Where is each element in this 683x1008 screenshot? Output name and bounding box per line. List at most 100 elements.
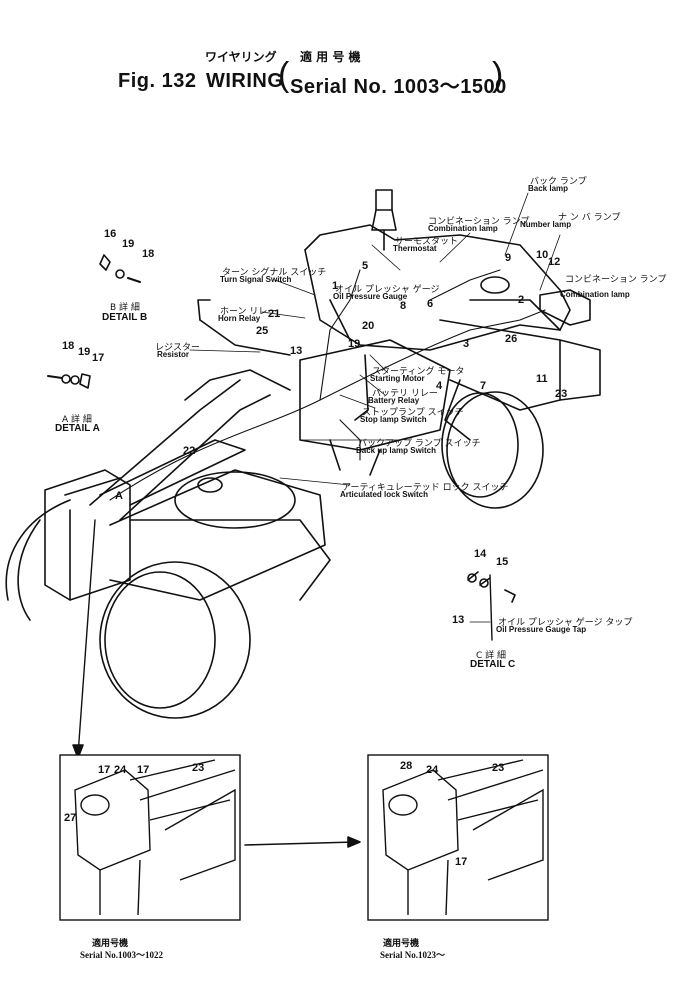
callout-starting-motor: Starting Motor: [370, 374, 425, 383]
part-number-22: 21: [268, 308, 281, 320]
callout-turn-signal-jp: ターン シグナル スイッチ: [222, 268, 327, 278]
figure-number: Fig. 132: [118, 70, 197, 92]
inset-1-jp: 適用号機: [92, 939, 129, 949]
arrow-between-insets: [244, 841, 356, 846]
part-number-21: 20: [362, 320, 375, 332]
detail-a-part-19: 19: [78, 346, 91, 358]
part-number-9: 9: [505, 252, 512, 264]
inset-1-part-24: 24: [114, 764, 127, 776]
detail-c-part-14: 14: [474, 548, 487, 560]
callout-resistor-jp: レジスター: [155, 343, 201, 353]
inset-1-part-17a: 17: [98, 764, 111, 776]
part-number-25: 23: [555, 388, 568, 400]
callout-articulated-lock-switch: Articulated lock Switch: [340, 490, 429, 499]
callout-battery-relay: Battery Relay: [368, 396, 420, 405]
part-number-4: 4: [436, 380, 443, 392]
inset-2-jp: 適用号機: [383, 939, 420, 949]
inset-2-part-17: 17: [455, 856, 468, 868]
paren-close: ): [492, 56, 504, 94]
part-number-6: 6: [427, 298, 434, 310]
detail-b-part-16: 16: [104, 228, 117, 240]
part-number-3: 3: [463, 338, 470, 350]
part-number-10: 10: [536, 249, 549, 261]
part-number-13: 13: [290, 345, 303, 357]
figure-serial: Serial No. 1003～1500: [290, 76, 507, 98]
beacon-lamp: [375, 189, 393, 211]
inset-1-part-23: 23: [192, 762, 205, 774]
inset-2-drawing: [367, 754, 549, 921]
callout-number-lamp: Number lamp: [520, 220, 572, 229]
inset-1-drawing: [59, 754, 241, 921]
resistor-pipe: [199, 319, 291, 356]
callout-starting-motor-jp: スターティング モータ: [372, 367, 465, 377]
callout-oil-pressure-tap: Oil Pressure Gauge Tap: [496, 625, 587, 634]
callout-back-lamp: Back lamp: [528, 184, 569, 193]
callout-number-lamp-jp: ナ ン バ ランプ: [558, 213, 621, 223]
callout-thermostat: Thermostat: [393, 244, 437, 253]
marker-a: A: [115, 490, 123, 502]
part-number-26: 25: [256, 325, 269, 337]
callout-thermostat-jp: サーモスタット: [395, 237, 459, 247]
callout-back-lamp-jp: バック ランプ: [530, 177, 587, 187]
callout-stop-lamp-switch-jp: ストップランプ スイッチ: [362, 408, 464, 418]
blade-support: [109, 469, 326, 601]
detail-b-label: DETAIL B: [102, 312, 148, 323]
part-number-23: 22: [183, 445, 196, 457]
inset-2-part-23: 23: [492, 762, 505, 774]
callout-oil-pressure-gauge: Oil Pressure Gauge: [333, 292, 408, 301]
arrow-to-inset: [77, 519, 96, 756]
detail-c-jp: C 詳 細: [476, 651, 507, 661]
detail-c-label: DETAIL C: [470, 659, 516, 670]
detail-c-tube: [489, 574, 493, 641]
detail-b-part-18: 18: [142, 248, 155, 260]
left-tire-partial: [5, 499, 71, 601]
detail-a-part-17: 17: [92, 352, 105, 364]
detail-b-clip: [99, 254, 111, 271]
callout-articulated-lock-switch-jp: アーティキュレーテッド ロック スイッチ: [342, 483, 509, 493]
callout-stop-lamp-switch: Stop lamp Switch: [360, 415, 427, 424]
part-number-1: 1: [332, 280, 339, 292]
part-number-11: 11: [536, 373, 548, 385]
callout-back-up-lamp-switch-jp: バックアップ ランプ スイッチ: [358, 439, 481, 449]
part-number-5: 5: [362, 260, 369, 272]
cab-outline: [304, 224, 571, 331]
front-left-tire: [99, 561, 251, 719]
inset-2-part-28: 28: [400, 760, 413, 772]
back-lamp-body: [480, 276, 510, 294]
inset-2-part-24: 24: [426, 764, 439, 776]
part-number-8: 8: [400, 300, 407, 312]
callout-horn-relay: Horn Relay: [218, 314, 261, 323]
part-number-29: 26: [505, 333, 518, 345]
detail-c-part-15: 15: [496, 556, 509, 568]
circle-ring: [174, 471, 296, 529]
callout-battery-relay-jp: バッテリ リレー: [372, 389, 438, 399]
detail-b-jp: B 詳 細: [110, 303, 140, 313]
inset-2-serial: Serial No.1023～: [380, 950, 445, 960]
main-beam: [89, 379, 241, 506]
detail-b-part-19: 19: [122, 238, 135, 250]
callout-combination-lamp-rear: Combination lamp: [560, 290, 630, 299]
callout-oil-pressure-tap-jp: オイル プレッシャ ゲージ タップ: [498, 618, 633, 628]
detail-a-bolt: [47, 375, 63, 379]
callout-combination-lamp-front: Combination lamp: [428, 224, 498, 233]
main-harness: [109, 329, 471, 501]
figure-title: WIRING: [206, 70, 284, 92]
title-jp-subtitle: ワイヤリング: [205, 50, 277, 64]
front-frame: [44, 469, 131, 601]
detail-c-part-13: 13: [452, 614, 465, 626]
detail-a-label: DETAIL A: [55, 423, 100, 434]
detail-a-jp: A 詳 細: [62, 415, 92, 425]
callout-combination-lamp-rear-jp: コンビネーション ランプ: [565, 275, 667, 285]
detail-a-part-18: 18: [62, 340, 75, 352]
callout-combination-lamp-front-jp: コンビネーション ランプ: [428, 217, 530, 227]
inset-1-serial: Serial No.1003～1022: [80, 950, 163, 960]
rear-tire: [446, 391, 544, 509]
callout-resistor: Resistor: [157, 350, 190, 359]
title-jp-serial: 適 用 号 機: [300, 50, 361, 64]
inset-1-part-17b: 17: [137, 764, 150, 776]
callout-oil-pressure-gauge-jp: オイル プレッシャ ゲージ: [335, 285, 440, 295]
paren-open: (: [278, 56, 290, 94]
rear-combination-lamp: [539, 289, 591, 326]
part-number-2: 2: [518, 294, 525, 306]
